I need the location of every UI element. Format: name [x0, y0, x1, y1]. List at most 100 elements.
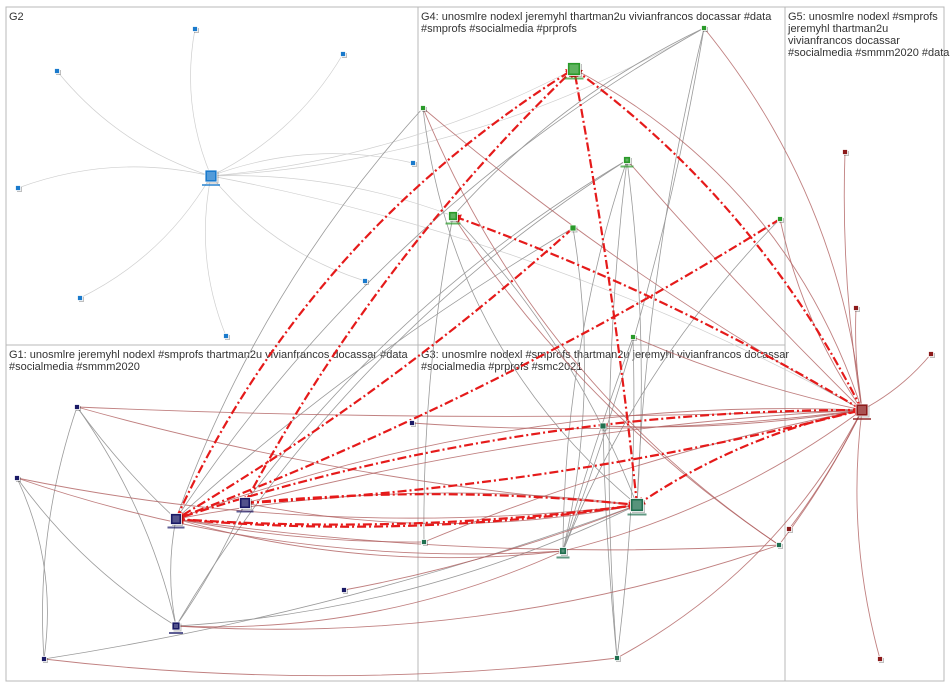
- edge: [77, 407, 176, 626]
- edge: [627, 160, 641, 505]
- panel-title-g4-line: G4: unosmlre nodexl jeremyhl thartman2u …: [421, 11, 772, 23]
- node-avatar-detail: [174, 624, 178, 628]
- node-label-mark: [202, 184, 220, 186]
- panel-title-g2: G2: [9, 11, 24, 23]
- node[interactable]: [193, 27, 200, 34]
- edge: [423, 108, 779, 545]
- node[interactable]: [169, 622, 183, 634]
- node-avatar: [631, 335, 636, 340]
- edge: [205, 176, 226, 336]
- edge: [171, 519, 176, 626]
- node[interactable]: [600, 423, 608, 431]
- node-avatar: [787, 527, 792, 532]
- edge: [57, 71, 211, 176]
- panel-title-g5-line: #socialmedia #smmm2020 #data: [788, 47, 950, 59]
- node-avatar: [843, 150, 848, 155]
- edge: [637, 410, 862, 505]
- edge: [453, 216, 862, 410]
- node-avatar: [600, 423, 606, 429]
- node[interactable]: [55, 69, 62, 76]
- panel-title-g2-line: G2: [9, 11, 24, 23]
- node[interactable]: [843, 150, 850, 157]
- edge: [789, 410, 862, 529]
- edge: [191, 29, 211, 176]
- node-avatar: [55, 69, 60, 74]
- node-avatar: [778, 217, 783, 222]
- node-avatar: [42, 657, 47, 662]
- edge: [77, 407, 637, 505]
- node[interactable]: [342, 588, 349, 595]
- node-avatar: [224, 334, 229, 339]
- node[interactable]: [16, 186, 23, 193]
- node[interactable]: [853, 404, 871, 420]
- edge: [176, 519, 424, 542]
- node[interactable]: [854, 306, 861, 313]
- panel-title-g5-line: G5: unosmlre nodexl #smprofs: [788, 11, 938, 23]
- panel-g4: [418, 7, 785, 345]
- node-avatar: [570, 225, 576, 231]
- node[interactable]: [446, 212, 461, 225]
- node[interactable]: [621, 157, 634, 168]
- node[interactable]: [75, 405, 82, 412]
- edge: [844, 152, 862, 410]
- node-label-mark: [169, 632, 183, 634]
- edge: [245, 69, 574, 503]
- node[interactable]: [778, 217, 785, 224]
- node-avatar: [341, 52, 346, 57]
- node-avatar: [878, 657, 883, 662]
- node-label-mark: [237, 511, 254, 513]
- edge: [44, 658, 617, 676]
- node-avatar-detail: [242, 500, 249, 507]
- node-avatar: [363, 279, 368, 284]
- node-avatar-detail: [451, 214, 456, 219]
- node[interactable]: [929, 352, 936, 359]
- node-avatar: [15, 476, 20, 481]
- node[interactable]: [224, 334, 231, 341]
- edge: [176, 228, 573, 519]
- edge: [176, 28, 704, 519]
- edge: [211, 69, 574, 176]
- edge: [603, 426, 617, 658]
- node[interactable]: [702, 26, 709, 33]
- node[interactable]: [411, 161, 418, 168]
- panel-title-g5: G5: unosmlre nodexl #smprofs jeremyhl th…: [787, 11, 950, 59]
- panel-title-g4-line: #smprofs #socialmedia #prprofs: [421, 23, 577, 35]
- panel-title-g5-line: vivianfrancos docassar: [788, 35, 900, 47]
- node-avatar: [702, 26, 707, 31]
- node[interactable]: [410, 421, 417, 428]
- node[interactable]: [15, 476, 22, 483]
- panel-title-g3-line: G3: unosmlre nodexl #smprofs thartman2u …: [421, 349, 789, 361]
- node-label-mark: [168, 527, 185, 529]
- panel-title-g4: G4: unosmlre nodexl jeremyhl thartman2u …: [421, 11, 774, 35]
- node-avatar: [193, 27, 198, 32]
- node-avatar-detail: [562, 550, 565, 553]
- panel-g3: [418, 345, 785, 681]
- node-label-mark: [621, 166, 634, 168]
- edge: [44, 505, 637, 659]
- edge: [77, 407, 862, 416]
- edge: [211, 176, 453, 216]
- node[interactable]: [777, 543, 784, 550]
- node-avatar: [411, 161, 416, 166]
- node-avatar-detail: [633, 501, 642, 510]
- node-avatar: [854, 306, 859, 311]
- panel-g5: [785, 7, 944, 681]
- node-label-mark: [628, 514, 647, 516]
- edge: [617, 410, 862, 658]
- edge: [176, 409, 862, 519]
- node-avatar: [777, 543, 782, 548]
- node-avatar: [75, 405, 80, 410]
- node-label-mark: [557, 557, 570, 559]
- panel-title-g3-line: #socialmedia #prprofs #smc2021: [421, 361, 582, 373]
- edge: [857, 410, 880, 659]
- edge: [627, 160, 862, 410]
- panel-title-g1-line: G1: unosmlre jeremyhl nodexl #smprofs th…: [9, 349, 409, 361]
- node[interactable]: [565, 63, 584, 80]
- node[interactable]: [878, 657, 885, 664]
- node[interactable]: [570, 225, 578, 233]
- node[interactable]: [421, 106, 428, 113]
- node[interactable]: [42, 657, 49, 664]
- node[interactable]: [363, 279, 370, 286]
- node-avatar-detail: [570, 65, 579, 74]
